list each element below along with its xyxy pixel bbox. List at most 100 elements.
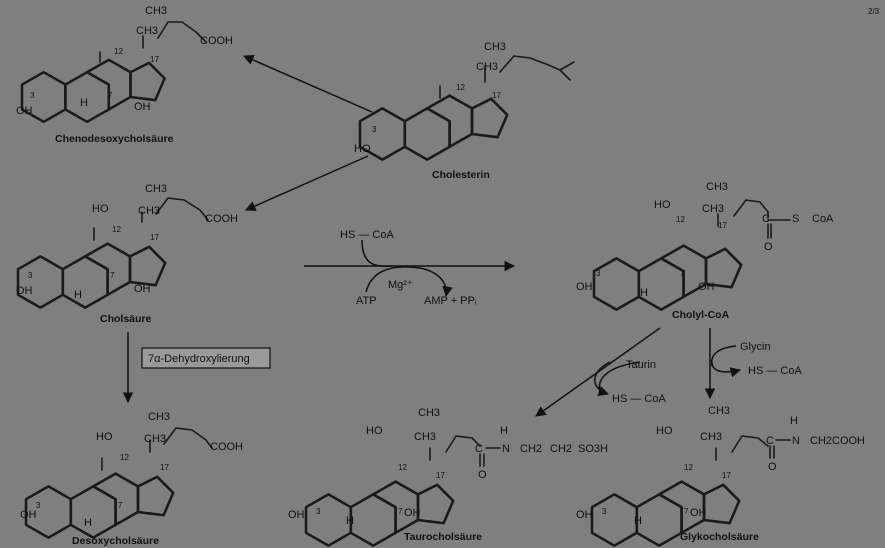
compound-name: Glykocholsäure xyxy=(680,531,759,543)
label-ch3: CH3 xyxy=(145,183,167,195)
position-number: 7 xyxy=(680,269,685,278)
position-number: 17 xyxy=(160,463,169,472)
position-number: 12 xyxy=(684,463,693,472)
label-h: H xyxy=(634,515,642,527)
compound-taurocholsaeure: CH3 CH3 HO C N CH2 CH2 SO3H O H OH OH H … xyxy=(288,407,608,547)
label-oh: OH xyxy=(134,101,151,113)
label-oh: OH xyxy=(404,507,421,519)
label-ch3: CH3 xyxy=(708,405,730,417)
label-ch3: CH3 xyxy=(136,25,158,37)
conjugation-reactions: Taurin HS — CoA Glycin HS — CoA xyxy=(535,327,802,417)
label-o: O xyxy=(768,461,777,473)
compound-name: Desoxycholsäure xyxy=(72,535,159,547)
label-oh: OH xyxy=(690,507,707,519)
dehydroxylation-box: 7α-Dehydroxylierung xyxy=(141,347,271,369)
label-ch3: CH3 xyxy=(484,41,506,53)
label-hs-coa: HS — CoA xyxy=(748,365,802,377)
label-oh: OH xyxy=(576,509,593,521)
pathway-arrows xyxy=(122,54,373,404)
label-amp-pp: AMP + PPᵢ xyxy=(424,295,477,307)
label-o: O xyxy=(764,241,773,253)
label-cooh: COOH xyxy=(200,35,233,47)
position-number: 3 xyxy=(596,269,601,278)
position-number: 12 xyxy=(676,215,685,224)
label-ch3: CH3 xyxy=(148,411,170,423)
label-h: H xyxy=(80,97,88,109)
compound-name: Taurocholsäure xyxy=(404,531,482,543)
label-ch2cooh: CH2COOH xyxy=(810,435,865,447)
label-oh: OH xyxy=(576,281,593,293)
label-oh: OH xyxy=(698,281,715,293)
label-ho: HO xyxy=(656,425,673,437)
label-ch3: CH3 xyxy=(144,433,166,445)
label-ch3: CH3 xyxy=(145,5,167,17)
label-ho: HO xyxy=(354,143,371,155)
label-h: H xyxy=(346,515,354,527)
label-oh: OH xyxy=(134,283,151,295)
label-ch3: CH3 xyxy=(418,407,440,419)
label-ch3: CH3 xyxy=(700,431,722,443)
label-ho: HO xyxy=(366,425,383,437)
position-number: 17 xyxy=(436,471,445,480)
position-number: 17 xyxy=(722,471,731,480)
label-coa: CoA xyxy=(812,213,834,225)
label-oh: OH xyxy=(16,105,33,117)
label-oh: OH xyxy=(288,509,305,521)
compound-cholesterin: CH3 CH3 HO 12 17 3 Cholesterin xyxy=(354,41,575,181)
label-cooh: COOH xyxy=(205,213,238,225)
label-cooh: COOH xyxy=(210,441,243,453)
position-number: 7 xyxy=(118,501,123,510)
label-ho: HO xyxy=(654,199,671,211)
label-ch3: CH3 xyxy=(138,205,160,217)
label-c: C xyxy=(762,213,770,225)
compound-name: Chenodesoxycholsäure xyxy=(55,133,174,145)
position-number: 12 xyxy=(456,83,465,92)
label-n: N xyxy=(502,443,510,455)
position-number: 7 xyxy=(108,91,113,100)
label-c: C xyxy=(475,443,483,455)
position-number: 3 xyxy=(602,507,607,516)
label-o: O xyxy=(478,469,487,481)
position-number: 12 xyxy=(398,463,407,472)
compound-desoxycholsaeure: CH3 CH3 HO COOH OH H 12 17 3 7 Desoxycho… xyxy=(20,411,243,547)
position-number: 17 xyxy=(718,221,727,230)
position-number: 3 xyxy=(316,507,321,516)
label-oh: OH xyxy=(20,509,37,521)
label-dehydroxylierung: 7α-Dehydroxylierung xyxy=(148,353,250,365)
label-s: S xyxy=(792,213,799,225)
position-number: 12 xyxy=(120,453,129,462)
compound-name: Cholesterin xyxy=(432,169,490,181)
position-number: 7 xyxy=(110,271,115,280)
compound-cholsaeure: CH3 CH3 HO COOH OH OH H 12 17 3 7 Cholsä… xyxy=(16,183,238,325)
position-number: 12 xyxy=(112,225,121,234)
position-number: 7 xyxy=(398,507,403,516)
corner-mark: 2/3 xyxy=(868,7,880,16)
position-number: 12 xyxy=(114,47,123,56)
compound-name: Cholyl-CoA xyxy=(672,309,730,321)
position-number: 3 xyxy=(30,91,35,100)
label-ch3: CH3 xyxy=(476,61,498,73)
label-ho: HO xyxy=(92,203,109,215)
label-ch2: CH2 xyxy=(550,443,572,455)
label-hs-coa: HS — CoA xyxy=(612,393,666,405)
label-ch2: CH2 xyxy=(520,443,542,455)
compound-chenodesoxycholsaeure: CH3 CH3 COOH OH OH H 12 17 3 7 Chenodeso… xyxy=(16,5,233,145)
label-c: C xyxy=(766,435,774,447)
position-number: 17 xyxy=(150,55,159,64)
position-number: 7 xyxy=(684,507,689,516)
label-h: H xyxy=(790,415,798,427)
label-ch3: CH3 xyxy=(702,203,724,215)
position-number: 17 xyxy=(150,233,159,242)
label-so3h: SO3H xyxy=(578,443,608,455)
position-number: 17 xyxy=(492,91,501,100)
label-n: N xyxy=(792,435,800,447)
compound-name: Cholsäure xyxy=(100,313,152,325)
label-hs-coa: HS — CoA xyxy=(340,229,394,241)
activation-reaction: HS — CoA Mg²⁺ ATP AMP + PPᵢ xyxy=(304,229,516,307)
label-oh: OH xyxy=(16,285,33,297)
label-ch3: CH3 xyxy=(706,181,728,193)
label-ch3: CH3 xyxy=(414,431,436,443)
label-ho: HO xyxy=(96,431,113,443)
label-h: H xyxy=(84,517,92,529)
